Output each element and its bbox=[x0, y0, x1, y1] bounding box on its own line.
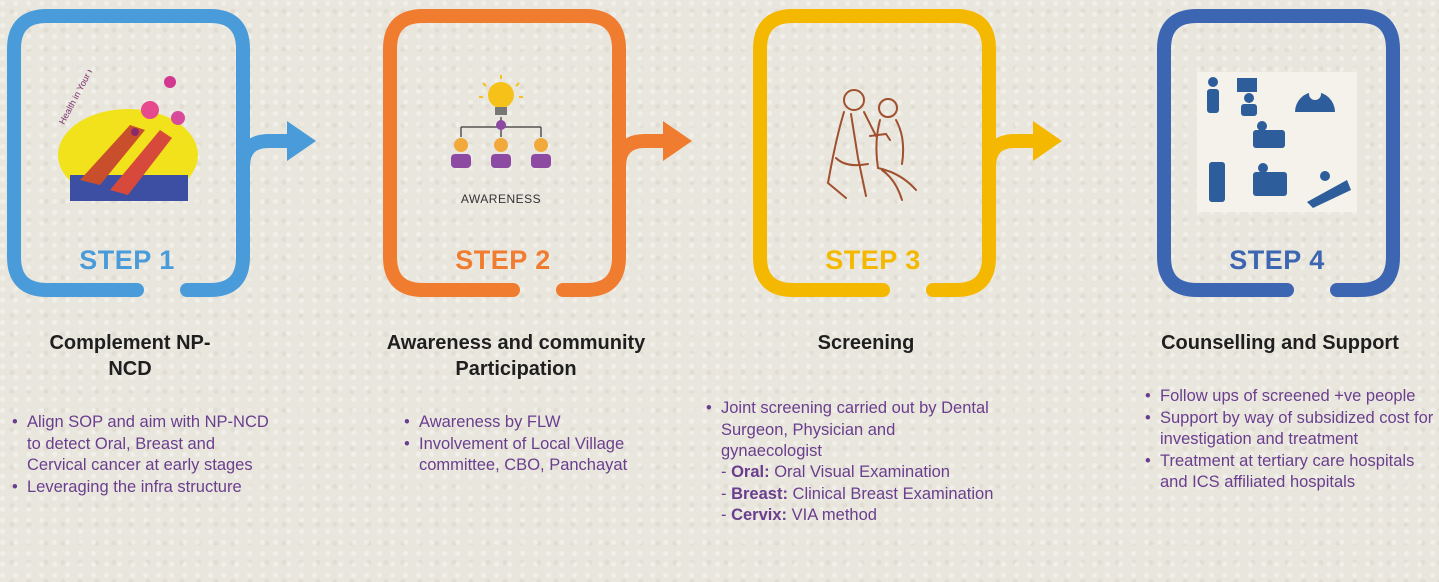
step-3-sub-items: - Oral: Oral Visual Examination - Breast… bbox=[721, 462, 1001, 527]
step-2-bullets: Awareness by FLW Involvement of Local Vi… bbox=[404, 412, 634, 477]
step-3-label: STEP 3 bbox=[825, 245, 921, 275]
step-1-bullets: Align SOP and aim with NP-NCD to detect … bbox=[12, 412, 272, 498]
sub-item-cervix: - Cervix: VIA method bbox=[721, 506, 877, 524]
sub-item-oral: - Oral: Oral Visual Examination bbox=[721, 463, 950, 481]
np-ncd-logo-icon: Health in Your Hands bbox=[50, 46, 200, 210]
step-4-label: STEP 4 bbox=[1229, 245, 1325, 275]
step-4-bullets: Follow ups of screened +ve people Suppor… bbox=[1145, 386, 1439, 494]
step-2-bullet: Awareness by FLW bbox=[404, 412, 634, 434]
step-2-bullet: Involvement of Local Village committee, … bbox=[404, 434, 634, 477]
step-4-bullet: Treatment at tertiary care hospitals and… bbox=[1145, 451, 1439, 494]
step-3-bullets: Joint screening carried out by Dental Su… bbox=[706, 398, 996, 463]
step-2-label: STEP 2 bbox=[455, 245, 551, 275]
step-1-arrow-frame bbox=[7, 9, 316, 297]
awareness-lightbulb-icon: AWARENESS bbox=[431, 75, 571, 206]
step-3-frame: STEP 3 bbox=[753, 9, 1062, 299]
step-3-bullet: Joint screening carried out by Dental Su… bbox=[706, 398, 996, 463]
step-1-bullet: Align SOP and aim with NP-NCD to detect … bbox=[12, 412, 272, 477]
step-2-title: Awareness and community Participation bbox=[386, 332, 646, 380]
doctor-patient-sketch-icon bbox=[806, 78, 936, 213]
sub-item-breast: - Breast: Clinical Breast Examination bbox=[721, 484, 994, 503]
step-1-bullet: Leveraging the infra structure bbox=[12, 477, 272, 499]
step-4-frame-border bbox=[1157, 9, 1400, 297]
step-2-frame: STEP 2 bbox=[383, 9, 692, 299]
step-2-arrow-frame bbox=[383, 9, 692, 297]
step-4-bullet: Follow ups of screened +ve people bbox=[1145, 386, 1439, 408]
step-4-bullet: Support by way of subsidized cost for in… bbox=[1145, 408, 1439, 451]
hospital-care-icons bbox=[1197, 72, 1357, 217]
step-1-label: STEP 1 bbox=[79, 245, 175, 275]
awareness-caption: AWARENESS bbox=[460, 192, 542, 206]
step-3-arrow-frame bbox=[753, 9, 1062, 297]
step-4-title: Counselling and Support bbox=[1161, 332, 1399, 354]
step-1-title: Complement NP-NCD bbox=[49, 332, 211, 380]
step-3-title: Screening bbox=[817, 332, 915, 354]
step-1-frame: STEP 1 bbox=[7, 9, 316, 299]
step-4-frame: STEP 4 bbox=[1157, 9, 1427, 299]
